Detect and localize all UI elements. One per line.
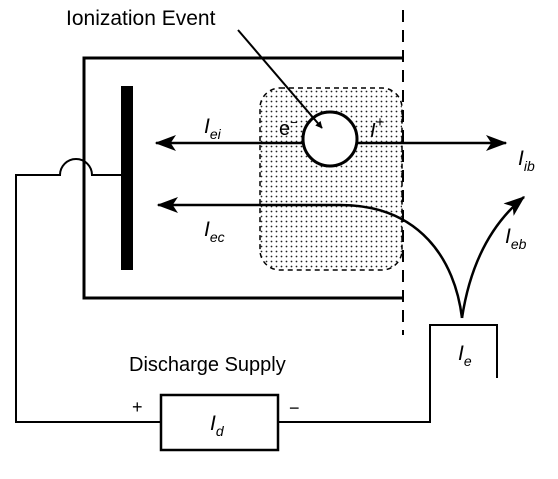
ionization-pointer-arrow (237, 29, 323, 129)
label-I-ei: Iei (204, 115, 222, 142)
label-I-ec: Iec (204, 218, 225, 245)
plasma-region (259, 87, 403, 271)
chamber-wall (82, 56, 403, 300)
arrow-I-ec (156, 197, 464, 319)
label-I-e: Ie (458, 342, 472, 369)
label-I-d: Id (210, 412, 225, 439)
electron-label: e− (279, 115, 298, 140)
discharge-supply-label: Discharge Supply (129, 354, 286, 376)
ionization-event-label: Ionization Event (66, 7, 216, 30)
label-I-eb: Ieb (505, 225, 527, 252)
ion-label: I+ (370, 114, 385, 142)
cathode-plate (121, 86, 133, 270)
ionization-circle (301, 110, 359, 168)
arrow-I-eb (460, 196, 526, 319)
minus-sign: − (289, 398, 300, 418)
discharge-supply-box (159, 393, 280, 452)
label-I-ib: Iib (518, 147, 535, 174)
electron-source-box (429, 324, 498, 378)
circuit-wire-left (15, 158, 161, 423)
plus-sign: + (132, 397, 143, 417)
circuit-wire-right (278, 378, 431, 423)
